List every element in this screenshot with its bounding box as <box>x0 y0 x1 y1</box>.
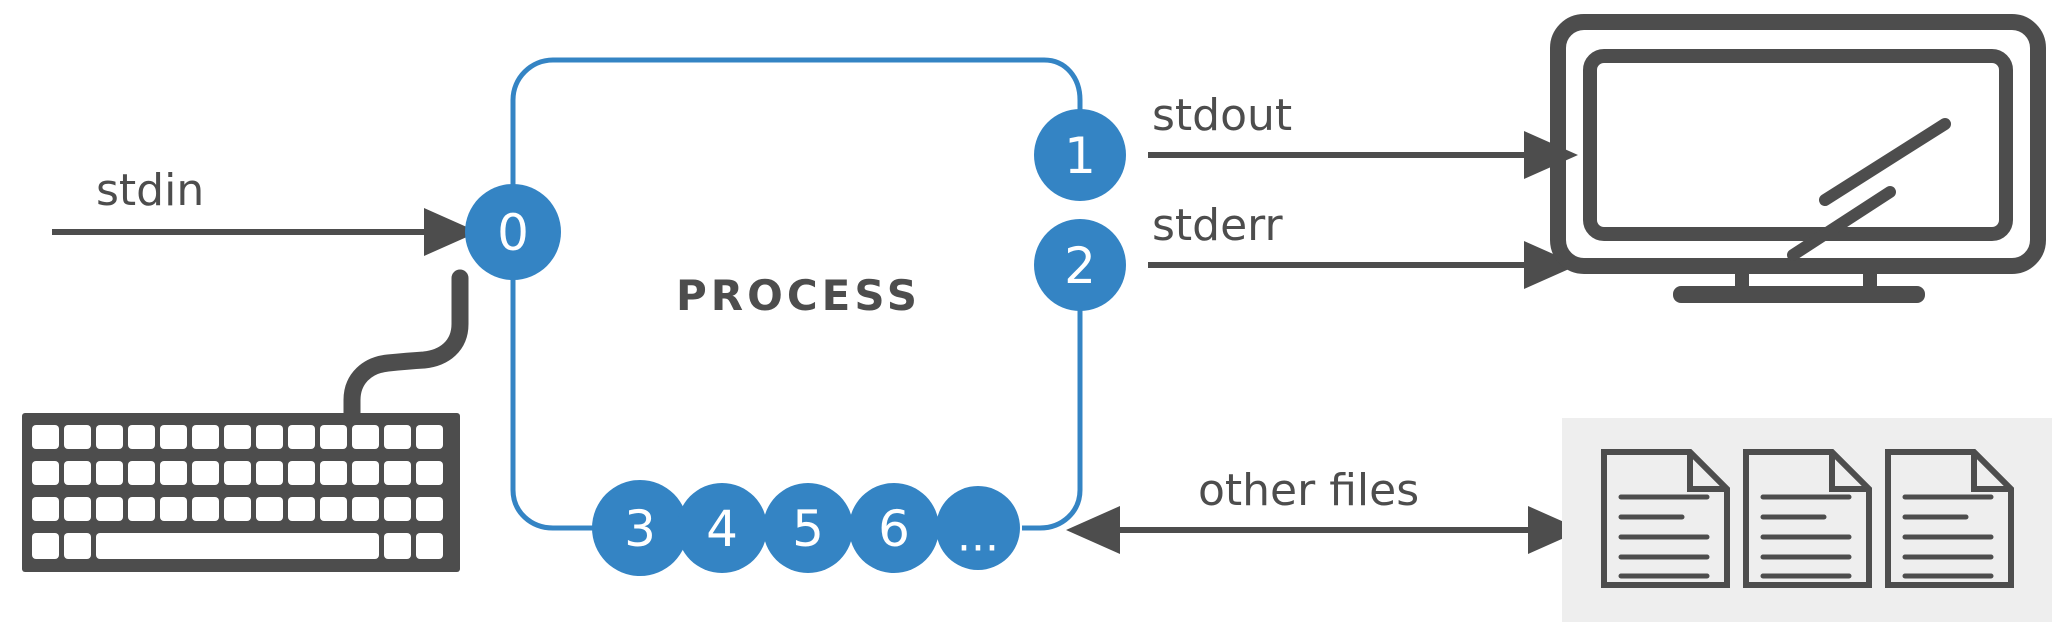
stdin-connector: stdin <box>52 165 478 256</box>
other-files-connector: other files <box>1066 465 1582 554</box>
keyboard-cable <box>343 269 469 427</box>
fd-5-circle[interactable] <box>763 483 853 573</box>
documents-panel <box>1562 418 2052 622</box>
fd-circle-0[interactable]: 0 <box>465 184 561 280</box>
fd-1-circle[interactable] <box>1034 109 1126 201</box>
keyboard-body <box>22 413 460 572</box>
fd-4-circle[interactable] <box>677 483 767 573</box>
fd-6-circle[interactable] <box>849 483 939 573</box>
document-2-fold <box>1829 452 1869 492</box>
keyboard-icon <box>22 269 469 572</box>
monitor-outer-bezel <box>1550 14 2046 274</box>
fd-1-label: 1 <box>1064 127 1096 185</box>
document-1-fold <box>1687 452 1727 492</box>
document-icon-2 <box>1743 449 1872 588</box>
fd-circle-6[interactable]: 6 <box>849 483 939 573</box>
stdout-connector: stdout <box>1148 90 1578 179</box>
fd-3-label: 3 <box>624 500 656 558</box>
spacebar <box>96 533 379 559</box>
fd-2-circle[interactable] <box>1034 219 1126 311</box>
document-3-fold <box>1971 452 2011 492</box>
fd-circle-1[interactable]: 1 <box>1034 109 1126 201</box>
process-box-outline: PROCESS <box>510 57 1083 531</box>
fd-3-circle[interactable] <box>592 480 688 576</box>
monitor-stand-base <box>1673 286 1925 303</box>
monitor-screen <box>1583 49 2013 241</box>
other-files-label: other files <box>1198 465 1419 516</box>
fd-more-circle[interactable] <box>936 486 1020 570</box>
fd-circle-more[interactable]: ... <box>936 486 1020 570</box>
fd-6-label: 6 <box>878 500 910 558</box>
document-3-lines <box>1902 494 1994 579</box>
document-icon-1 <box>1601 449 1730 588</box>
monitor-icon <box>1550 14 2046 303</box>
fd-4-label: 4 <box>706 500 738 558</box>
fd-5-label: 5 <box>792 500 824 558</box>
document-1-lines <box>1618 494 1710 579</box>
keyboard-keys <box>32 425 443 559</box>
fd-2-label: 2 <box>1064 237 1096 295</box>
fd-circle-2[interactable]: 2 <box>1034 219 1126 311</box>
process-label: PROCESS <box>676 271 921 320</box>
fd-circle-3[interactable]: 3 <box>592 480 688 576</box>
stdout-label: stdout <box>1152 90 1292 141</box>
monitor-glare-line-1 <box>1819 118 1951 206</box>
fd-circle-4[interactable]: 4 <box>677 483 767 573</box>
stderr-connector: stderr <box>1148 200 1578 289</box>
fd-0-label: 0 <box>497 204 529 262</box>
box-edge-right-bottom <box>1022 300 1083 531</box>
document-icon-3 <box>1885 449 2014 588</box>
stdin-label: stdin <box>96 165 204 216</box>
fd-circle-5[interactable]: 5 <box>763 483 853 573</box>
box-edge-left-bottom <box>510 232 608 531</box>
fd-more-label: ... <box>957 511 999 562</box>
fd-0-circle[interactable] <box>465 184 561 280</box>
box-edge-top <box>510 57 1083 232</box>
stderr-label: stderr <box>1152 200 1283 251</box>
monitor-glare-line-2 <box>1787 186 1896 261</box>
document-2-lines <box>1760 494 1852 579</box>
